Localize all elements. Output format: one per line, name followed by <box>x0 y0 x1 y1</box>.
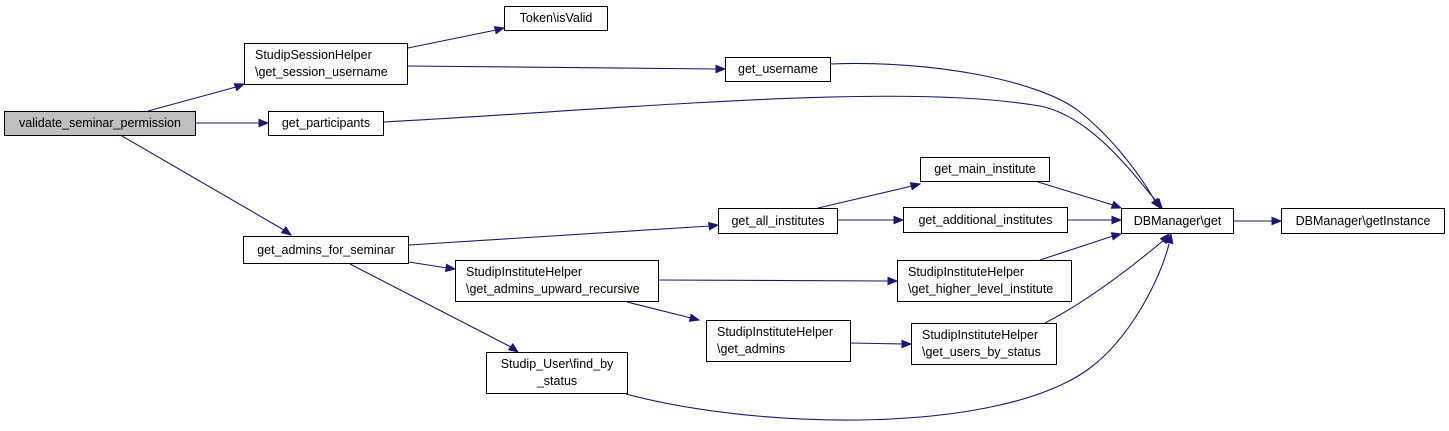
edge-additional-to-dbget-arrowhead <box>1111 215 1123 225</box>
node-label-line2: \get_admins_upward_recursive <box>466 282 640 296</box>
node-get-admins-for-seminar[interactable]: get_admins_for_seminar <box>243 236 409 264</box>
node-get-participants[interactable]: get_participants <box>268 111 384 136</box>
node-label: validate_seminar_permission <box>19 116 181 130</box>
edge-validate-to-admins <box>121 135 285 231</box>
node-users-by-status[interactable]: StudipInstituteHelper \get_users_by_stat… <box>911 323 1057 365</box>
node-admins-upward-recursive[interactable]: StudipInstituteHelper \get_admins_upward… <box>455 260 659 302</box>
edge-allinst-to-main-arrowhead <box>909 182 922 191</box>
node-get-username[interactable]: get_username <box>725 57 831 82</box>
node-label-line1: StudipInstituteHelper <box>908 265 1025 279</box>
node-label: DBManager\get <box>1133 213 1222 228</box>
edge-allinst-to-additional-arrowhead <box>893 215 905 225</box>
node-label: get_main_institute <box>934 162 1036 176</box>
node-session-helper[interactable]: StudipSessionHelper \get_session_usernam… <box>244 43 408 85</box>
node-label: DBManager\getInstance <box>1295 213 1431 228</box>
node-institute-get-admins[interactable]: StudipInstituteHelper \get_admins <box>706 320 851 362</box>
edge-findby-to-dbget <box>625 243 1170 421</box>
node-label-line1: StudipInstituteHelper <box>717 325 834 339</box>
node-token-isvalid[interactable]: Token\isValid <box>504 6 608 31</box>
node-get-all-institutes[interactable]: get_all_institutes <box>718 208 838 234</box>
node-label-line2: \get_users_by_status <box>922 345 1041 359</box>
edge-upward-to-instadmins-arrowhead <box>688 313 701 322</box>
edge-findby-to-dbget-arrowhead <box>1164 232 1174 245</box>
edge-upward-to-higher <box>658 279 890 282</box>
edge-instadmins-to-usersbystatus-arrowhead <box>901 339 913 349</box>
edge-sessionhelper-to-token-arrowhead <box>493 26 506 35</box>
node-label-line2: _status <box>536 374 578 388</box>
edge-allinst-to-main <box>817 185 913 209</box>
node-label-line1: Studip_User\find_by <box>500 357 614 371</box>
node-validate-seminar-permission: validate_seminar_permission <box>4 111 196 136</box>
edge-instadmins-to-usersbystatus <box>850 342 904 345</box>
node-label: get_participants <box>281 116 371 130</box>
node-label: get_all_institutes <box>731 213 825 228</box>
edge-main-to-dbget-arrowhead <box>1110 200 1123 209</box>
edge-validate-to-sessionhelper <box>147 86 237 112</box>
edge-username-to-dbget <box>830 62 1156 202</box>
edge-sessionhelper-to-username <box>407 65 718 70</box>
node-label-line2: \get_higher_level_institute <box>908 282 1054 296</box>
edge-admins-to-findby <box>349 263 512 348</box>
edge-validate-to-participants-arrowhead <box>258 118 270 128</box>
node-label-line1: StudipInstituteHelper <box>466 265 583 279</box>
edge-participants-to-dbget <box>383 95 1158 203</box>
node-get-additional-institutes[interactable]: get_additional_institutes <box>903 207 1068 233</box>
node-higher-level-institute[interactable]: StudipInstituteHelper \get_higher_level_… <box>897 260 1072 302</box>
node-label: get_additional_institutes <box>918 212 1053 227</box>
node-label-line1: StudipSessionHelper <box>255 48 372 62</box>
node-label: Token\isValid <box>519 11 593 25</box>
edge-username-to-dbget-arrowhead <box>1150 197 1161 210</box>
edge-admins-to-allinst <box>408 225 711 246</box>
edge-validate-to-sessionhelper-arrowhead <box>233 83 246 92</box>
node-label-line2: \get_admins <box>717 342 786 356</box>
node-label: get_admins_for_seminar <box>257 242 395 257</box>
edge-admins-to-allinst-arrowhead <box>708 221 720 231</box>
edge-sessionhelper-to-username-arrowhead <box>715 64 727 74</box>
edge-upward-to-higher-arrowhead <box>887 276 899 286</box>
edge-admins-to-findby-arrowhead <box>507 342 520 353</box>
node-find-by-status[interactable]: Studip_User\find_by _status <box>486 352 628 394</box>
node-dbmanager-get[interactable]: DBManager\get <box>1121 208 1234 234</box>
node-label: get_username <box>738 62 818 76</box>
edge-higher-to-dbget <box>1039 235 1114 261</box>
node-label-line2: \get_session_username <box>255 65 388 79</box>
edge-validate-to-admins-arrowhead <box>280 225 293 236</box>
edge-sessionhelper-to-token <box>407 29 497 49</box>
edge-dbget-to-instance-arrowhead <box>1271 216 1283 226</box>
node-get-main-institute[interactable]: get_main_institute <box>920 157 1050 182</box>
edge-admins-to-upward <box>408 261 448 269</box>
edge-upward-to-instadmins <box>626 301 692 319</box>
edge-higher-to-dbget-arrowhead <box>1110 232 1123 241</box>
edge-usersbystatus-to-dbget <box>1044 239 1165 324</box>
node-label-line1: StudipInstituteHelper <box>922 328 1039 342</box>
edge-main-to-dbget <box>1037 181 1114 206</box>
edge-admins-to-upward-arrowhead <box>445 263 457 273</box>
node-dbmanager-getinstance[interactable]: DBManager\getInstance <box>1281 208 1445 234</box>
